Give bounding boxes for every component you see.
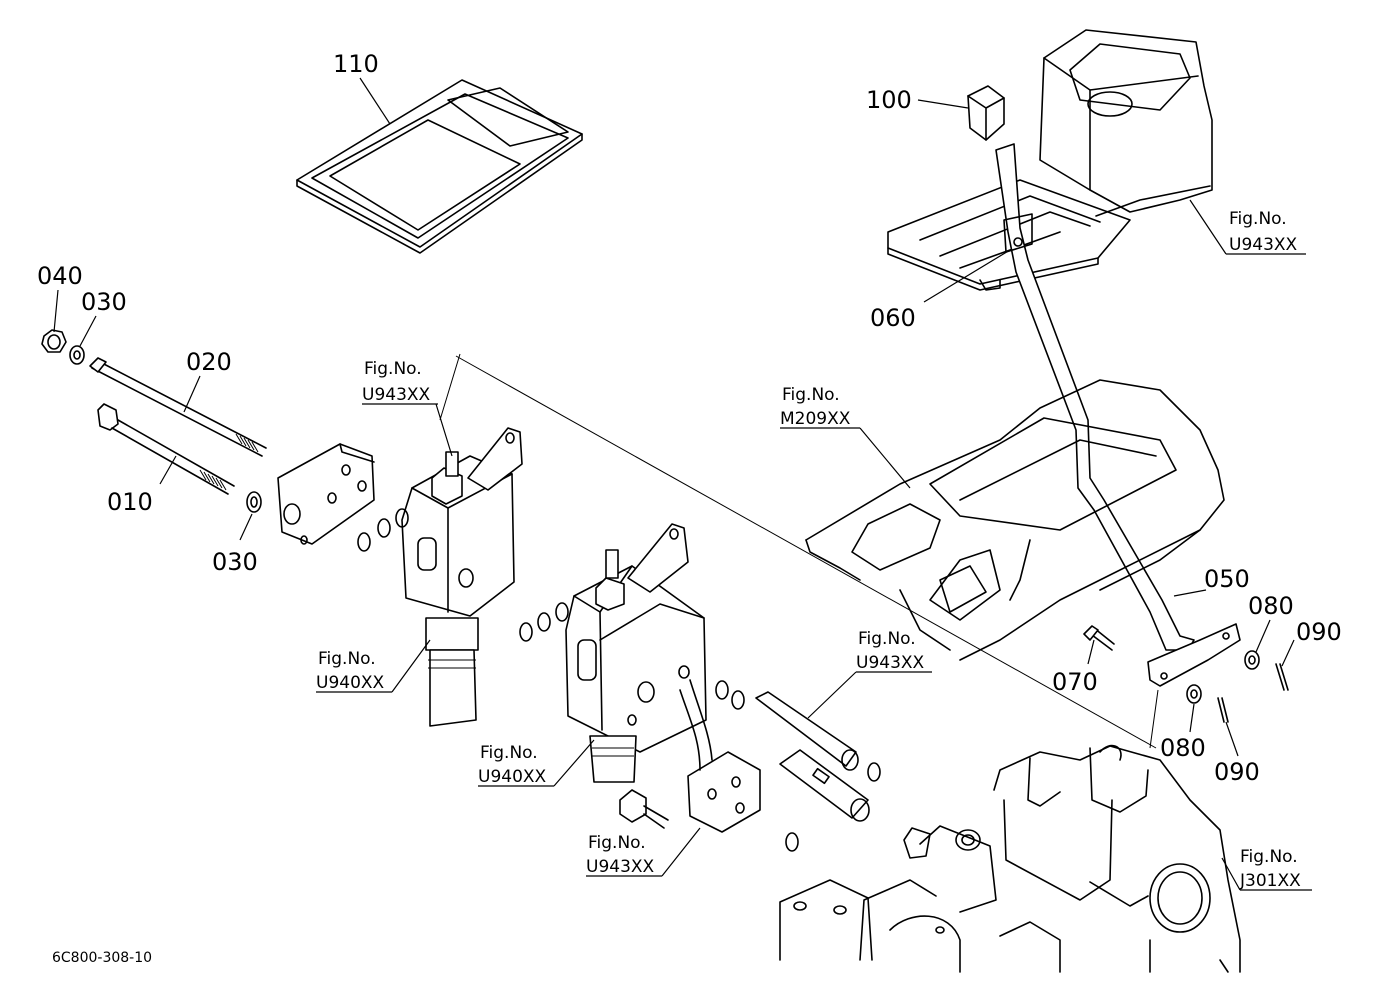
fig-ref-1-code: U943XX bbox=[1229, 235, 1298, 255]
fig-ref-7-code: U943XX bbox=[586, 857, 655, 877]
fig-ref-2-code: U943XX bbox=[362, 385, 431, 405]
part-label-060: 060 bbox=[870, 304, 916, 332]
part-label-100: 100 bbox=[866, 86, 912, 114]
fig-ref-3-code: M209XX bbox=[780, 409, 851, 429]
part-label-080-upper: 080 bbox=[1248, 592, 1294, 620]
fig-ref-8-label: Fig.No. bbox=[1240, 847, 1298, 867]
connector-pipes-drawing bbox=[619, 679, 881, 852]
fig-ref-8-code: J301XX bbox=[1239, 871, 1301, 891]
part-label-010: 010 bbox=[107, 488, 153, 516]
fig-ref-1-label: Fig.No. bbox=[1229, 209, 1287, 229]
part-label-050: 050 bbox=[1204, 565, 1250, 593]
fig-ref-5-label: Fig.No. bbox=[318, 649, 376, 669]
part-label-090-lower: 090 bbox=[1214, 758, 1260, 786]
part-label-040: 040 bbox=[37, 262, 83, 290]
assembly-reference-line bbox=[455, 355, 1157, 749]
control-valve-1-drawing bbox=[401, 427, 523, 727]
part-label-110: 110 bbox=[333, 50, 379, 78]
leader-lines bbox=[53, 77, 1312, 891]
part-label-030-lower: 030 bbox=[212, 548, 258, 576]
fig-ref-3-label: Fig.No. bbox=[782, 385, 840, 405]
part-label-030-upper: 030 bbox=[81, 288, 127, 316]
manual-book-drawing bbox=[296, 79, 583, 254]
part-label-090-upper: 090 bbox=[1296, 618, 1342, 646]
fig-ref-5-code: U940XX bbox=[316, 673, 385, 693]
part-label-020: 020 bbox=[186, 348, 232, 376]
fig-ref-4-label: Fig.No. bbox=[858, 629, 916, 649]
part-label-070: 070 bbox=[1052, 668, 1098, 696]
floor-step-drawing bbox=[805, 379, 1225, 661]
transmission-housing-drawing bbox=[779, 744, 1241, 973]
fig-ref-6-label: Fig.No. bbox=[480, 743, 538, 763]
assembly-reference-line-2 bbox=[439, 353, 1159, 749]
hydraulic-lever-drawing bbox=[967, 85, 1289, 723]
fig-ref-7-label: Fig.No. bbox=[588, 833, 646, 853]
end-plate-drawing bbox=[277, 443, 375, 545]
seal-rings-1-drawing bbox=[357, 508, 569, 642]
part-label-080-lower: 080 bbox=[1160, 734, 1206, 762]
fig-ref-2-label: Fig.No. bbox=[364, 359, 422, 379]
fig-ref-4-code: U943XX bbox=[856, 653, 925, 673]
tie-bolt-assembly-drawing bbox=[41, 329, 267, 513]
control-valve-2-drawing bbox=[565, 523, 707, 783]
fig-ref-6-code: U940XX bbox=[478, 767, 547, 787]
lever-console-drawing bbox=[887, 29, 1213, 291]
drawing-code: 6C800-308-10 bbox=[52, 950, 152, 966]
